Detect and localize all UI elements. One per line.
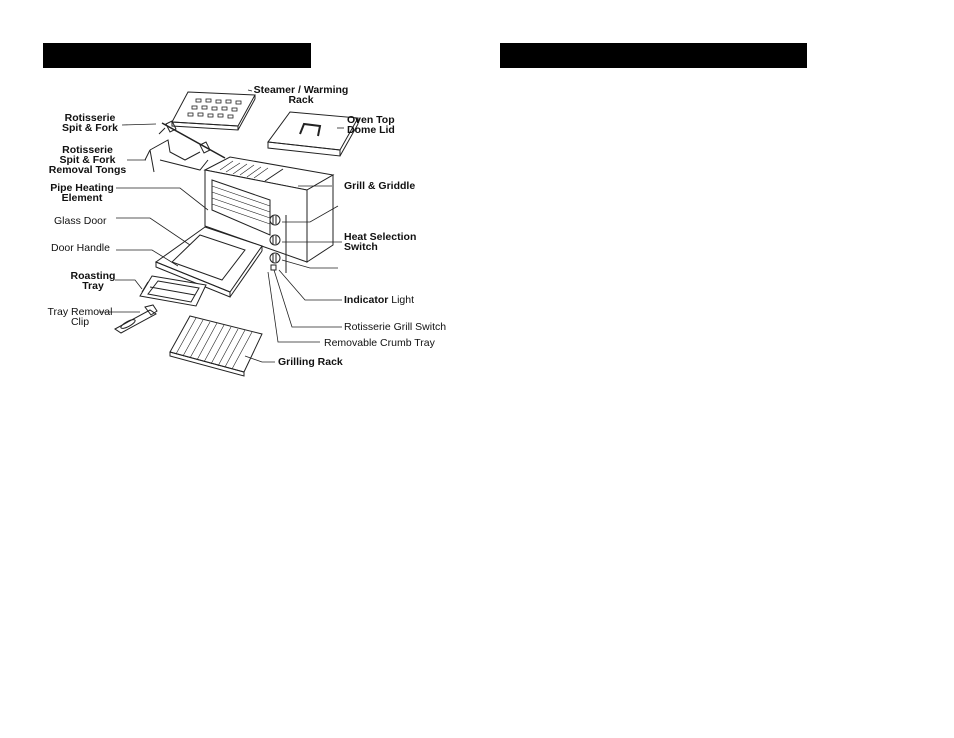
- label-steamer-warming-rack: Steamer / Warming Rack: [253, 84, 349, 106]
- label-tray-removal-clip: Tray Removal Clip: [47, 306, 113, 328]
- dome-lid-drawing: [267, 111, 359, 157]
- label-indicator-light: Indicator Light: [344, 294, 434, 306]
- section-header-bar-left: [43, 43, 311, 68]
- steamer-rack-drawing: [171, 91, 256, 131]
- label-removable-crumb-tray: Removable Crumb Tray: [324, 337, 435, 349]
- label-oven-top-dome-lid: Oven Top Dome Lid: [347, 114, 395, 136]
- roasting-tray-drawing: [139, 275, 207, 307]
- label-door-handle: Door Handle: [51, 242, 110, 254]
- section-header-bar-right: [500, 43, 807, 68]
- label-heat-selection-switch: Heat Selection Switch: [344, 231, 417, 253]
- label-glass-door: Glass Door: [54, 215, 107, 227]
- label-indicator-light-bold: Indicator: [344, 294, 389, 306]
- oven-body-drawing: [203, 156, 335, 273]
- label-rotisserie-grill-switch: Rotisserie Grill Switch: [344, 321, 447, 333]
- grilling-rack-drawing: [169, 315, 263, 377]
- label-roasting-tray: Roasting Tray: [70, 270, 116, 292]
- label-pipe-heating-element: Pipe Heating Element: [50, 182, 114, 204]
- label-rotisserie-spit-fork: Rotisserie Spit & Fork: [61, 112, 118, 134]
- glass-door-drawing: [154, 226, 263, 298]
- leader-lines: [99, 89, 344, 363]
- rotisserie-spit-drawing: [158, 120, 226, 159]
- tray-clip-drawing: [114, 304, 158, 334]
- removal-tongs-drawing: [144, 139, 209, 173]
- label-rotisserie-removal-tongs: Rotisserie Spit & Fork Removal Tongs: [48, 144, 127, 176]
- label-grilling-rack: Grilling Rack: [278, 356, 343, 368]
- label-grill-griddle: Grill & Griddle: [344, 180, 416, 192]
- label-indicator-light-rest: Light: [388, 294, 415, 306]
